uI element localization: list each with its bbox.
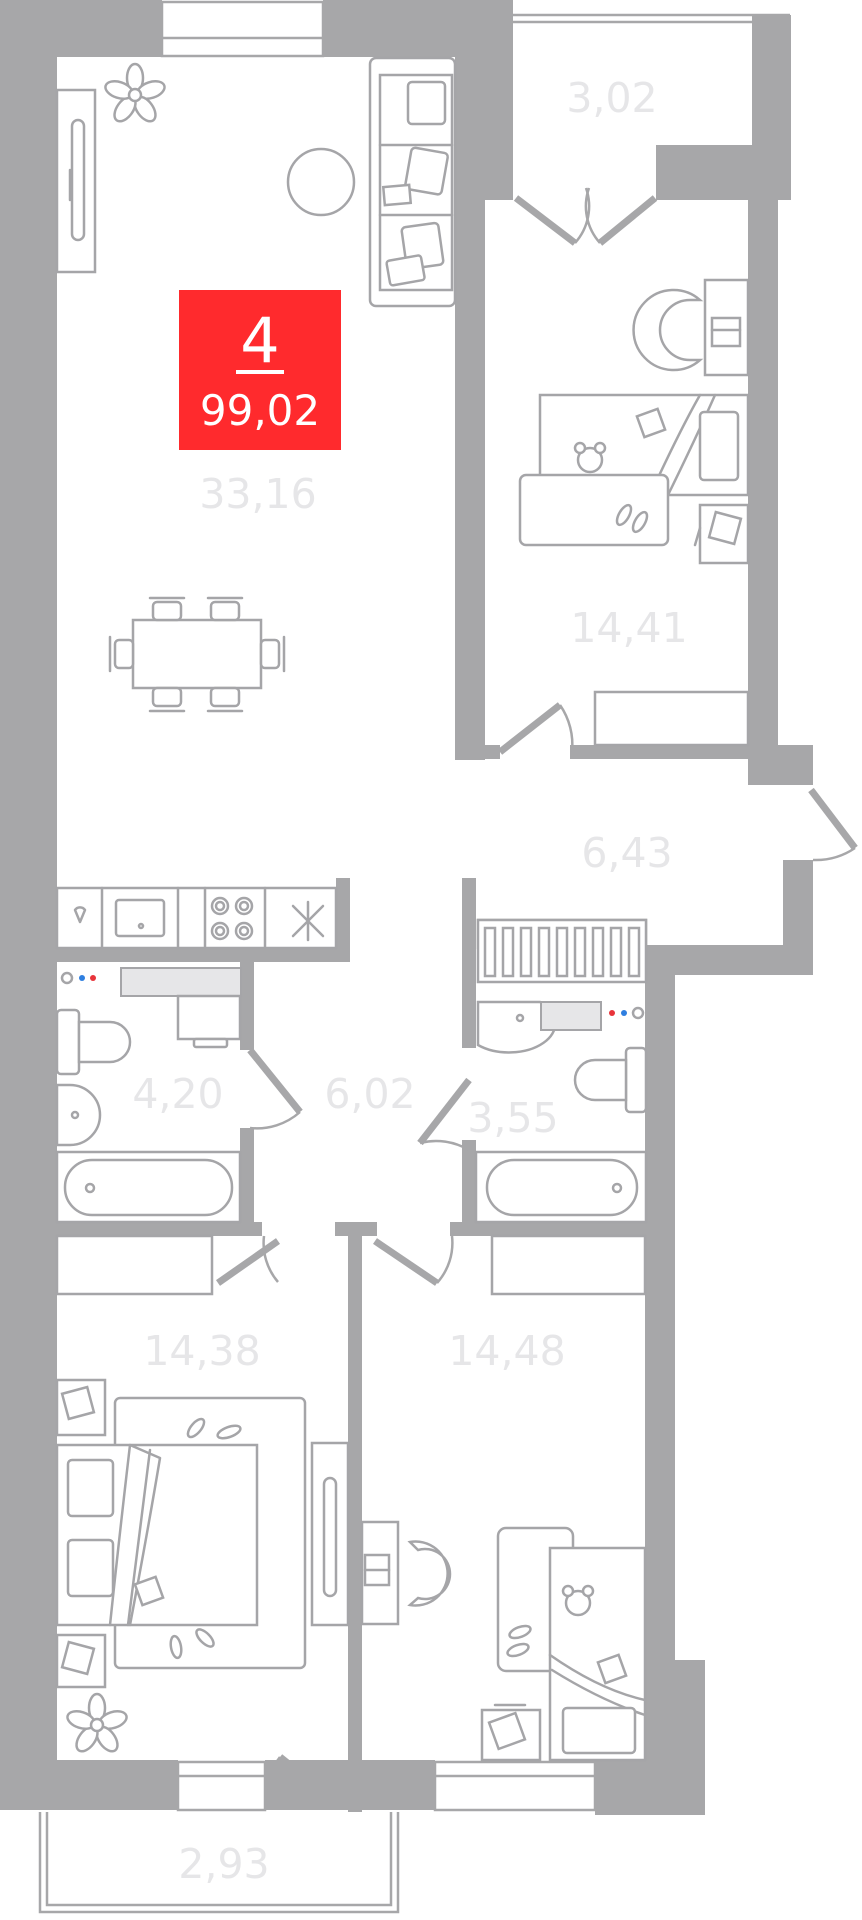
- teddy-icon: [561, 1584, 595, 1617]
- slippers-icon: [169, 1417, 242, 1660]
- area-labels: 33,16 3,02 14,41 6,43 4,20 6,02 3,55 14,…: [132, 74, 687, 1888]
- bedroom-top-furniture: [518, 278, 750, 747]
- fridge-icon: [291, 900, 325, 942]
- living-room-furniture: [55, 56, 457, 950]
- bathroom-right-furniture: [474, 918, 648, 1224]
- area-bathroom-left: 4,20: [132, 1070, 223, 1118]
- slippers-icon: [615, 503, 649, 534]
- plant-icon: [104, 62, 166, 123]
- area-bedroom-bottom-left: 14,38: [143, 1327, 260, 1375]
- bedroom-bottom-right-furniture: [360, 1234, 647, 1762]
- plant-icon: [66, 1692, 128, 1753]
- teddy-icon: [573, 441, 607, 474]
- area-bathroom-right: 3,55: [467, 1094, 558, 1142]
- badge-total-area: 99,02: [200, 386, 320, 435]
- windows: [160, 0, 597, 1812]
- area-living-room: 33,16: [199, 470, 316, 518]
- doors: [215, 187, 858, 1808]
- apartment-badge: 4 99,02: [179, 290, 341, 450]
- bedroom-bottom-left-furniture: [55, 1234, 350, 1753]
- stove-icon: [210, 896, 254, 941]
- area-hall-right: 6,43: [581, 829, 672, 877]
- walls: [0, 0, 813, 1815]
- area-bedroom-top-right: 14,41: [570, 604, 687, 652]
- area-balcony-bottom: 2,93: [178, 1840, 269, 1888]
- area-balcony-top: 3,02: [566, 74, 657, 122]
- area-bedroom-bottom-right: 14,48: [448, 1327, 565, 1375]
- balconies: [38, 13, 790, 1914]
- slippers-icon: [506, 1624, 532, 1658]
- dining-chairs: [108, 596, 286, 713]
- area-hall-center: 6,02: [324, 1070, 415, 1118]
- towel-rail-icon: [483, 926, 641, 978]
- bathroom-left-furniture: [55, 967, 242, 1224]
- badge-room-count: 4: [240, 304, 279, 377]
